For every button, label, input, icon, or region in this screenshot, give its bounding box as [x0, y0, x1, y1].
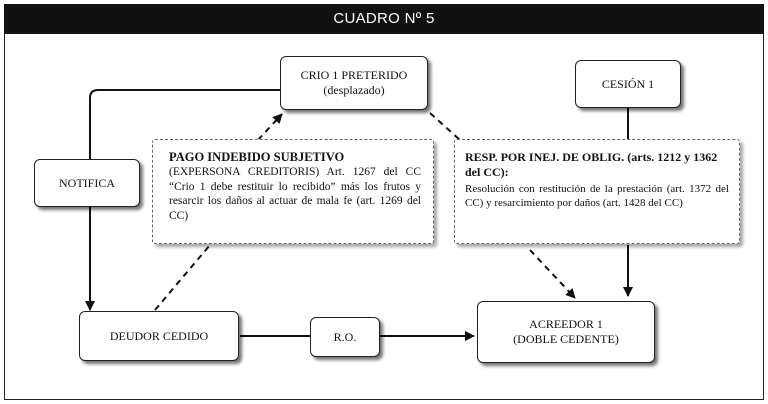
node-notifica: NOTIFICA: [34, 159, 140, 207]
deudor-label: DEUDOR CEDIDO: [109, 328, 209, 343]
node-ro: R.O.: [310, 317, 380, 357]
node-pago-indebido: PAGO INDEBIDO SUBJETIVO (EXPERSONA CREDI…: [152, 139, 434, 244]
node-deudor-cedido: DEUDOR CEDIDO: [79, 311, 239, 361]
pago-heading: PAGO INDEBIDO SUBJETIVO: [169, 150, 345, 164]
node-crio-preterido: CRIO 1 PRETERIDO (desplazado): [280, 56, 428, 110]
dashed-deudor-pago: [154, 244, 211, 311]
acreedor-line2: (DOBLE CEDENTE): [513, 332, 619, 346]
crio-line1: CRIO 1 PRETERIDO: [300, 68, 408, 82]
crio-line2: (desplazado): [323, 83, 385, 97]
node-cesion: CESIÓN 1: [575, 60, 681, 108]
pago-body: (EXPERSONA CREDITORIS) Art. 1267 del CC …: [169, 166, 421, 222]
ro-label: R.O.: [333, 329, 357, 344]
cesion-label: CESIÓN 1: [601, 76, 655, 91]
dashed-pago-crio: [257, 113, 283, 141]
notifica-label: NOTIFICA: [59, 175, 115, 190]
resp-body: Resolución con restitución de la prestac…: [465, 183, 729, 209]
node-resp-inej: RESP. POR INEJ. DE OBLIG. (arts. 1212 y …: [454, 139, 740, 244]
acreedor-line1: ACREEDOR 1: [529, 317, 603, 331]
dashed-resp-acreedor: [529, 249, 576, 299]
notifica-line: [85, 89, 280, 311]
resp-heading: RESP. POR INEJ. DE OBLIG. (arts. 1212 y …: [465, 150, 718, 179]
diagram-title: CUADRO Nº 5: [4, 4, 764, 34]
node-acreedor: ACREEDOR 1 (DOBLE CEDENTE): [477, 301, 655, 363]
dashed-crio-resp: [429, 112, 461, 141]
